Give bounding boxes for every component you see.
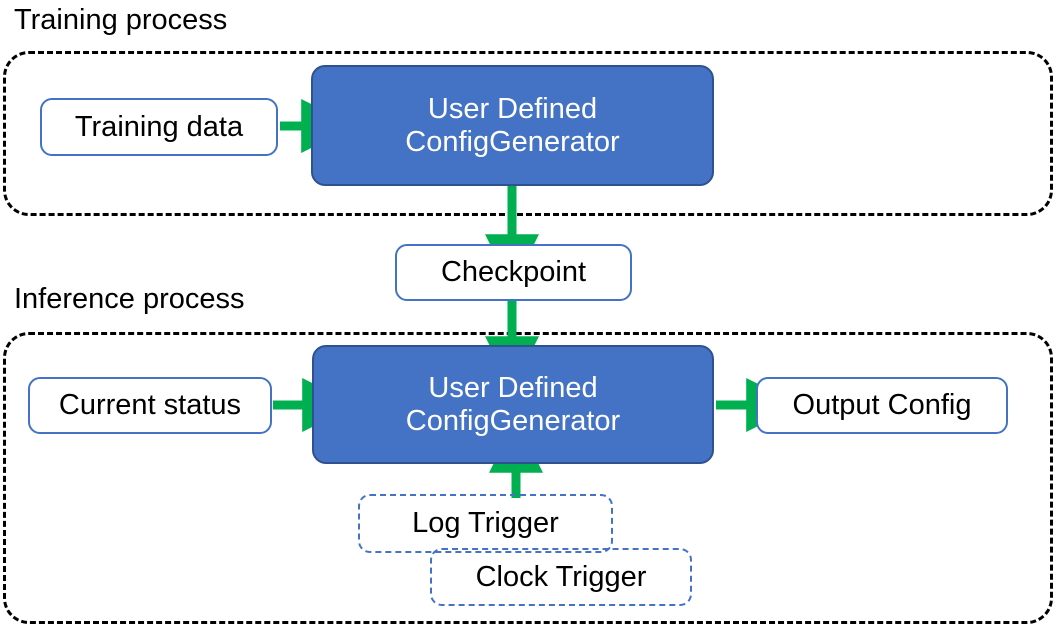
node-current-status[interactable]: Current status [28, 377, 272, 434]
inference-process-group [3, 332, 1053, 624]
training-process-title: Training process [14, 4, 228, 36]
node-clock-trigger[interactable]: Clock Trigger [430, 548, 692, 606]
node-inference-config-generator[interactable]: User Defined ConfigGenerator [312, 345, 714, 464]
node-training-config-generator[interactable]: User Defined ConfigGenerator [311, 65, 714, 186]
node-output-config[interactable]: Output Config [756, 377, 1008, 434]
node-log-trigger[interactable]: Log Trigger [358, 494, 613, 553]
node-checkpoint[interactable]: Checkpoint [395, 244, 632, 301]
node-training-data[interactable]: Training data [40, 98, 278, 156]
inference-process-title: Inference process [14, 283, 245, 315]
training-process-group [3, 51, 1053, 216]
